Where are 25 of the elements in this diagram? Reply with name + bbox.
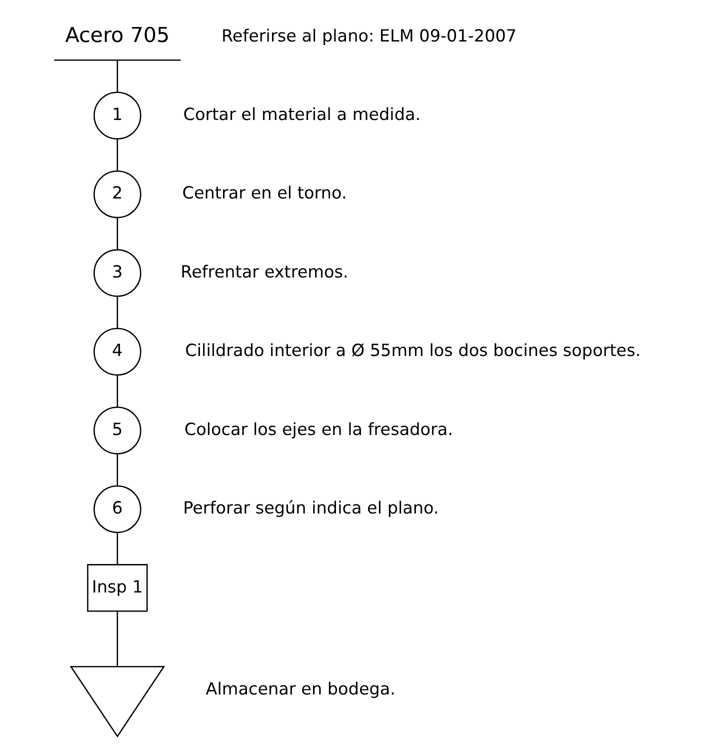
- node-label: Refrentar extremos.: [180, 261, 348, 282]
- node-label: Perforar según indica el plano.: [183, 498, 439, 518]
- connector: [116, 60, 118, 92]
- connector: [116, 296, 118, 328]
- node-label: Referirse al plano: ELM 09-01-2007: [221, 25, 517, 46]
- connector: [116, 611, 118, 667]
- node-label: Cilildrado interior a Ø 55mm los dos bocines soportes.: [185, 340, 641, 360]
- connector: [116, 375, 118, 407]
- node-text: Acero 705: [65, 22, 170, 47]
- node-label: Almacenar en bodega.: [206, 678, 396, 698]
- node-label: Cortar el material a medida.: [183, 104, 421, 124]
- node-circle: 2: [94, 170, 142, 218]
- node-triangle: [70, 666, 166, 738]
- connector: [116, 454, 118, 486]
- node-circle: 4: [94, 328, 142, 376]
- node-box: Insp 1: [87, 564, 148, 612]
- connector: [116, 218, 118, 250]
- node-circle: 3: [94, 249, 142, 297]
- node-circle: 6: [94, 485, 142, 534]
- node-circle: 5: [94, 406, 142, 454]
- node-label: Colocar los ejes en la fresadora.: [184, 418, 454, 439]
- node-circle: 1: [94, 92, 142, 140]
- connector: [116, 532, 118, 564]
- connector: [116, 138, 118, 171]
- node-label: Centrar en el torno.: [182, 182, 347, 203]
